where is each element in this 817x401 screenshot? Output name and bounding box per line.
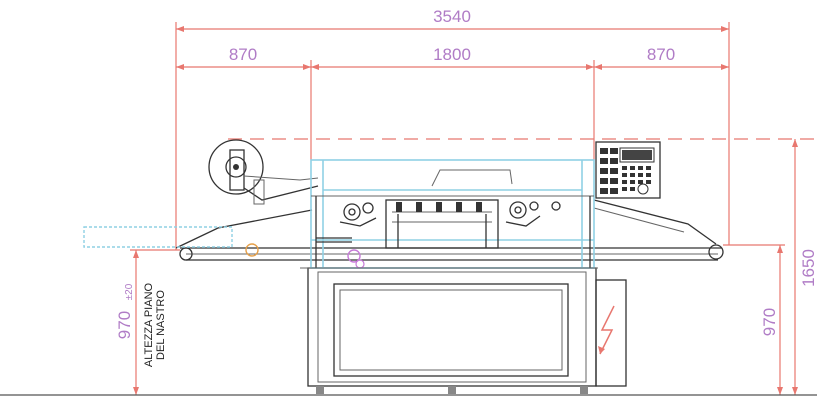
sealing-hood bbox=[310, 159, 595, 269]
internal-mechanism bbox=[245, 199, 561, 269]
right-belt-height-dimension: 970 bbox=[760, 308, 779, 336]
infeed-extension bbox=[83, 226, 233, 248]
left-section-dimension: 870 bbox=[229, 45, 257, 64]
belt-height-tolerance: ±20 bbox=[124, 283, 135, 300]
belt-height-label-line1: ALTEZZA PIANO bbox=[143, 282, 155, 367]
frame-uprights bbox=[300, 196, 598, 269]
dimension-lines bbox=[130, 22, 817, 395]
left-belt-height-dimension: 970 bbox=[115, 311, 134, 339]
overall-width-dimension: 3540 bbox=[433, 7, 471, 26]
belt-height-label-line2: DEL NASTRO bbox=[155, 290, 167, 360]
electric-hazard-icon bbox=[598, 305, 615, 355]
control-panel-icon bbox=[595, 141, 661, 199]
right-section-dimension: 870 bbox=[647, 45, 675, 64]
base-cabinet bbox=[307, 267, 627, 394]
film-reel-icon bbox=[208, 139, 319, 205]
center-section-dimension: 1800 bbox=[433, 45, 471, 64]
conveyor-belt bbox=[175, 199, 724, 261]
overall-height-dimension: 1650 bbox=[799, 249, 817, 287]
